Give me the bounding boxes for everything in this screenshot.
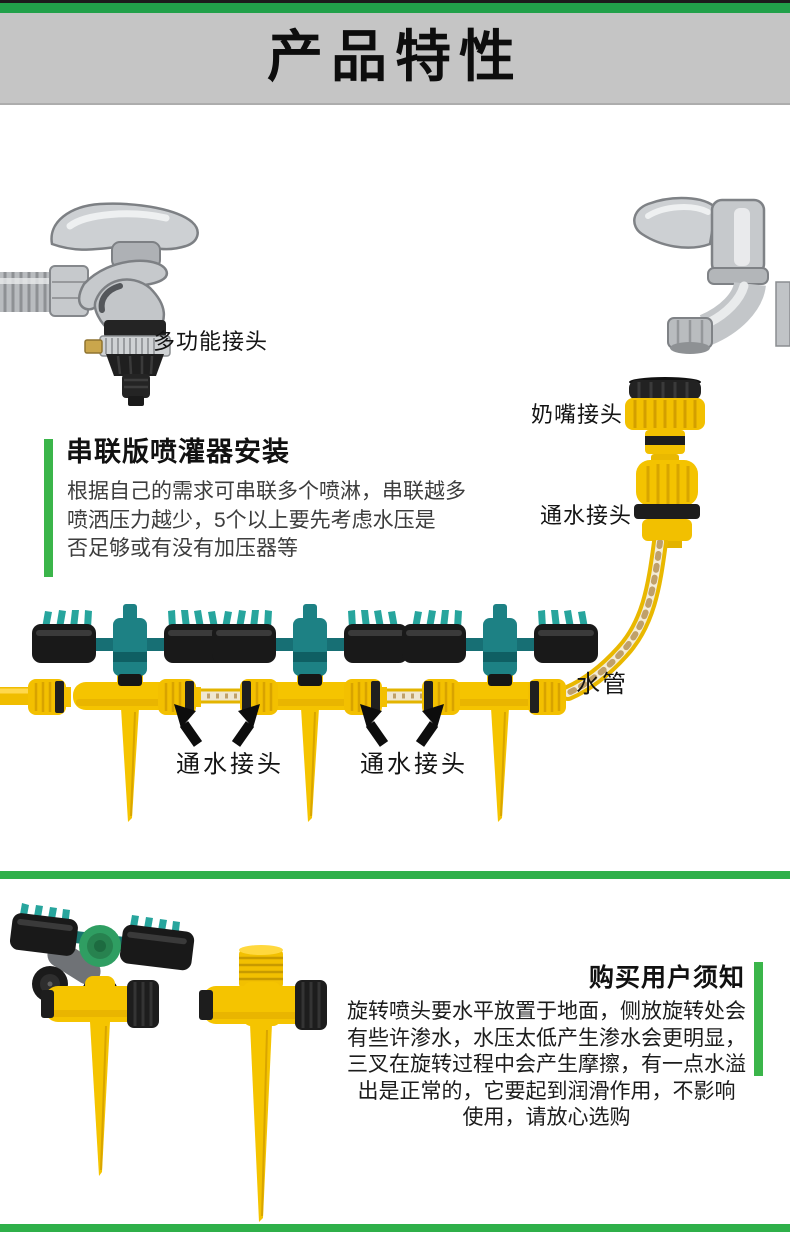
- rotary-sprinkler-photo: [9, 903, 195, 1176]
- bottom-green-bar: [0, 1224, 790, 1232]
- paragraph-line: 出是正常的，它要起到润滑作用，不影响: [357, 1079, 736, 1103]
- top-border-line: [0, 0, 790, 3]
- notice-section-paragraph: 旋转喷头要水平放置于地面，侧放旋转处会 有些许渗水，水压太低产生渗水会更明显， …: [345, 999, 748, 1132]
- notice-section-heading: 购买用户须知: [588, 964, 745, 992]
- water-connector-label-2: 通水接头: [360, 751, 468, 778]
- sprinkler-row-photo: [0, 540, 668, 823]
- faucet-body: [50, 202, 199, 345]
- paragraph-line: 三叉在旋转过程中会产生摩擦，有一点水溢: [347, 1053, 746, 1076]
- quick-connector-photo: [634, 460, 700, 548]
- install-accent-bar: [44, 439, 53, 577]
- right-faucet-photo: [633, 196, 790, 354]
- multi-connector-label: 多功能接头: [153, 329, 269, 354]
- hose-end-connector: [526, 677, 568, 717]
- inlet-connector: [26, 677, 73, 717]
- garden-hose: [560, 540, 668, 701]
- paragraph-line: 有些许渗水，水压太低产生渗水会更明显，: [347, 1026, 746, 1050]
- water-connector-label-1: 通水接头: [176, 751, 284, 778]
- supply-pipe: [0, 265, 89, 317]
- spike-base-photo: [199, 945, 327, 1222]
- notice-accent-bar: [754, 962, 763, 1076]
- section-divider: [0, 871, 790, 879]
- paragraph-line: 根据自己的需求可串联多个喷淋，串联越多: [67, 480, 466, 503]
- hose-label: 水管: [576, 671, 628, 698]
- left-faucet-photo: [0, 202, 199, 406]
- nipple-connector-label: 奶嘴接头: [531, 402, 624, 427]
- top-green-bar: [0, 3, 790, 13]
- multi-function-adapter: [84, 320, 171, 406]
- install-section-heading: 串联版喷灌器安装: [66, 437, 290, 467]
- faucet-body: [633, 196, 769, 354]
- install-section-paragraph: 根据自己的需求可串联多个喷淋，串联越多 喷洒压力越少，5个以上要先考虑水压是 否…: [67, 478, 477, 564]
- paragraph-line: 否足够或有没有加压器等: [67, 537, 298, 560]
- paragraph-line: 使用，请放心选购: [462, 1106, 631, 1129]
- quick-connector-label: 通水接头: [540, 503, 633, 528]
- arrow-up-right-icon: [236, 704, 260, 744]
- page-title: 产品特性: [267, 25, 523, 88]
- nipple-adapter-photo: [625, 377, 705, 464]
- title-banner: 产品特性: [0, 13, 790, 105]
- wall-pipe: [775, 281, 790, 347]
- paragraph-line: 旋转喷头要水平放置于地面，侧放旋转处会: [347, 1000, 746, 1023]
- paragraph-line: 喷洒压力越少，5个以上要先考虑水压是: [67, 508, 436, 532]
